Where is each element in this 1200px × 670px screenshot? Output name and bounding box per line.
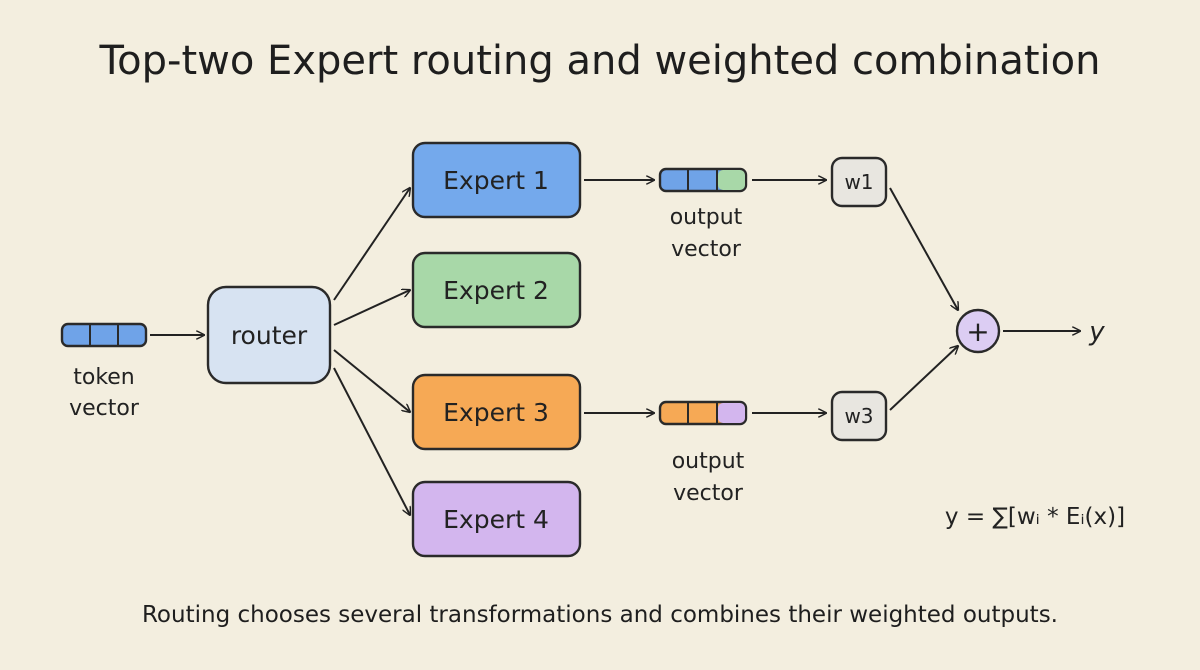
sum-node bbox=[955, 308, 1001, 354]
expert-1-label: Expert 1 bbox=[443, 166, 549, 195]
output-label-3-line2: vector bbox=[673, 481, 744, 506]
output-symbol: y bbox=[1088, 317, 1105, 347]
output-label-3-line1: output bbox=[672, 449, 745, 474]
arrow-router-to-expert-4 bbox=[333, 367, 410, 515]
weight-box-w1 bbox=[830, 156, 888, 208]
expert-2-label: Expert 2 bbox=[443, 276, 549, 305]
caption: Routing chooses several transformations … bbox=[142, 602, 1058, 628]
token-vector bbox=[60, 322, 148, 348]
expert-4-label: Expert 4 bbox=[443, 505, 549, 534]
arrow-w1-to-sum bbox=[889, 187, 958, 310]
arrow-w3-to-sum bbox=[889, 346, 958, 411]
token-label-line2: vector bbox=[69, 396, 140, 421]
arrow-router-to-expert-2 bbox=[333, 290, 410, 326]
expert-4-box bbox=[411, 480, 582, 558]
expert-3-box bbox=[411, 373, 582, 451]
output-label-1-line2: vector bbox=[671, 237, 742, 262]
weight-label-w3: w3 bbox=[844, 404, 873, 428]
expert-3-label: Expert 3 bbox=[443, 398, 549, 427]
expert-1-box bbox=[411, 141, 582, 219]
weight-label-w1: w1 bbox=[844, 170, 873, 194]
output-vector-3 bbox=[658, 400, 748, 426]
arrow-router-to-expert-1 bbox=[333, 188, 410, 301]
output-label-1-line1: output bbox=[670, 205, 743, 230]
formula: y = ∑[wᵢ * Eᵢ(x)] bbox=[945, 504, 1125, 530]
router-box bbox=[206, 285, 332, 385]
sum-symbol: + bbox=[966, 315, 989, 348]
weight-box-w3 bbox=[830, 390, 888, 442]
router-label: router bbox=[231, 321, 308, 350]
diagram-title: Top-two Expert routing and weighted comb… bbox=[99, 38, 1101, 84]
token-label-line1: token bbox=[73, 365, 135, 390]
arrow-router-to-expert-3 bbox=[333, 349, 410, 412]
expert-2-box bbox=[411, 251, 582, 329]
output-vector-1 bbox=[658, 167, 748, 193]
